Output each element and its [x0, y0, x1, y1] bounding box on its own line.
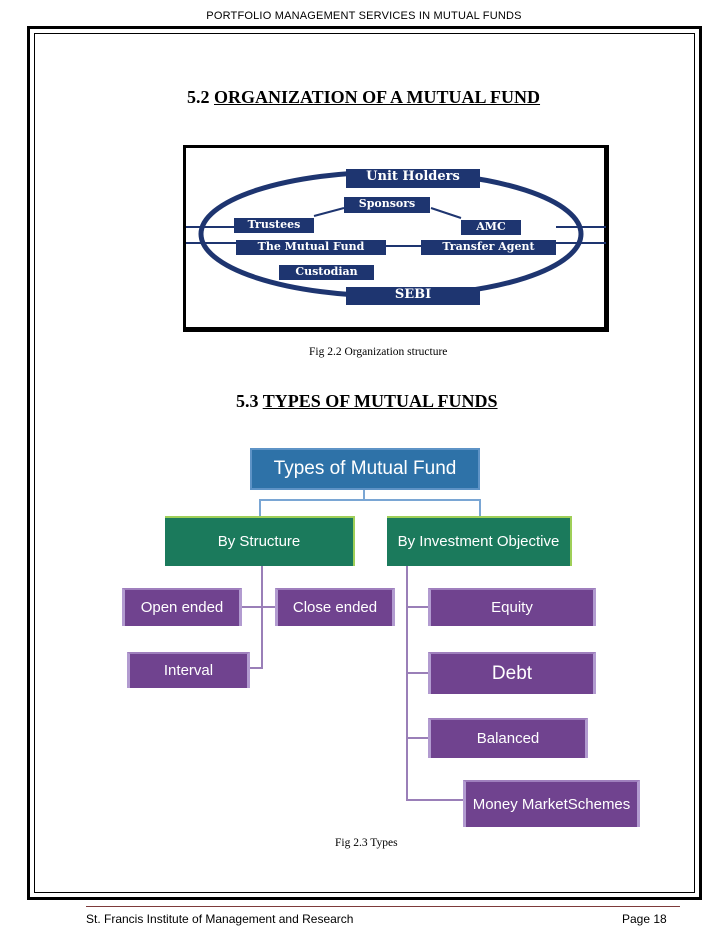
- figure-caption-types: Fig 2.3 Types: [335, 837, 398, 849]
- equity-node: Equity: [428, 588, 596, 626]
- page-border-outer: [27, 26, 702, 900]
- figure-caption-organization: Fig 2.2 Organization structure: [309, 346, 448, 358]
- section-title: ORGANIZATION OF A MUTUAL FUND: [214, 87, 541, 107]
- close-ended-node: Close ended: [275, 588, 395, 626]
- running-header: PORTFOLIO MANAGEMENT SERVICES IN MUTUAL …: [206, 10, 522, 22]
- interval-node: Interval: [127, 652, 250, 688]
- organization-structure-figure: Unit Holders Sponsors Trustees AMC The M…: [183, 145, 609, 332]
- by-structure-node: By Structure: [165, 516, 355, 566]
- unit-holders-label: Unit Holders: [346, 169, 480, 188]
- amc-label: AMC: [461, 220, 521, 235]
- footer-divider: [86, 906, 680, 907]
- trustees-label: Trustees: [234, 218, 314, 233]
- sebi-label: SEBI: [346, 287, 480, 305]
- types-root-node: Types of Mutual Fund: [250, 448, 480, 490]
- balanced-node: Balanced: [428, 718, 588, 758]
- section-heading-organization: 5.2 ORGANIZATION OF A MUTUAL FUND: [187, 87, 540, 108]
- transfer-agent-label: Transfer Agent: [421, 240, 556, 255]
- custodian-label: Custodian: [279, 265, 374, 280]
- footer-institute: St. Francis Institute of Management and …: [86, 912, 354, 926]
- debt-node: Debt: [428, 652, 596, 694]
- section-heading-types: 5.3 TYPES OF MUTUAL FUNDS: [236, 391, 498, 412]
- section-number: 5.3: [236, 391, 259, 411]
- footer-page-number: Page 18: [622, 912, 667, 926]
- sponsors-label: Sponsors: [344, 197, 430, 213]
- by-investment-objective-node: By Investment Objective: [387, 516, 572, 566]
- mutual-fund-label: The Mutual Fund: [236, 240, 386, 255]
- money-market-schemes-node: Money MarketSchemes: [463, 780, 640, 827]
- open-ended-node: Open ended: [122, 588, 242, 626]
- section-title: TYPES OF MUTUAL FUNDS: [262, 391, 498, 411]
- section-number: 5.2: [187, 87, 210, 107]
- page-border-inner: [34, 33, 695, 893]
